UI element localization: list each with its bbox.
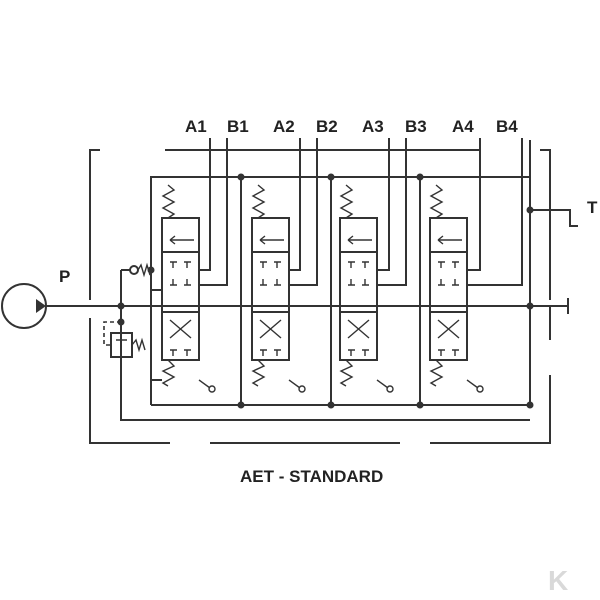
tank-return-lines <box>150 140 578 406</box>
valve-section-2 <box>251 184 306 393</box>
diagram-caption: AET - STANDARD <box>240 467 383 486</box>
port-lines <box>199 138 523 286</box>
brand-logo-watermark: K <box>548 565 568 596</box>
check-valve <box>129 262 152 278</box>
port-label-a3: A3 <box>362 117 384 136</box>
valve-section-3 <box>339 184 394 393</box>
valve-housing-outline <box>89 149 551 444</box>
port-label-a4: A4 <box>452 117 474 136</box>
port-label-pressure: P <box>59 267 70 286</box>
pressure-line <box>46 269 569 421</box>
port-label-a2: A2 <box>273 117 295 136</box>
section-connections <box>151 177 421 405</box>
port-label-b4: B4 <box>496 117 518 136</box>
port-label-b2: B2 <box>316 117 338 136</box>
port-label-b1: B1 <box>227 117 249 136</box>
valve-section-4 <box>429 184 484 393</box>
relief-valve <box>103 321 146 358</box>
pump-symbol <box>1 283 47 329</box>
valve-section-1 <box>161 184 216 393</box>
port-label-tank: T <box>587 198 598 217</box>
port-label-a1: A1 <box>185 117 207 136</box>
port-label-b3: B3 <box>405 117 427 136</box>
junction-dots <box>117 173 534 409</box>
